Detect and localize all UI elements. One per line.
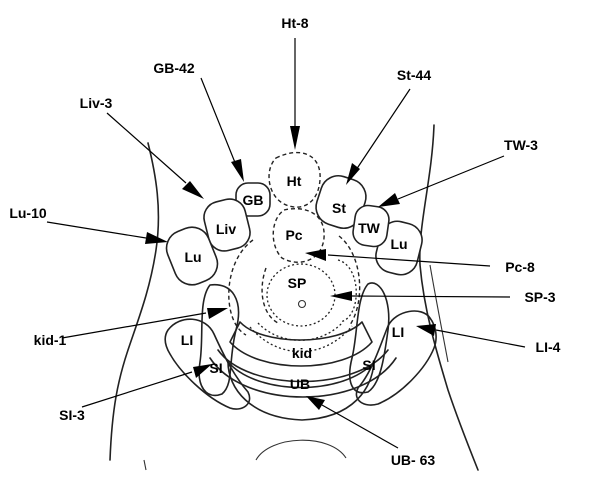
zone-gb: GB bbox=[243, 192, 264, 208]
zone-pc: Pc bbox=[285, 227, 302, 243]
upper-zones bbox=[165, 174, 423, 286]
zone-labels: Ht GB St Liv TW Lu Lu Pc SP kid LI LI SI… bbox=[181, 173, 408, 392]
label-gb-42: GB-42 bbox=[153, 60, 194, 76]
sp-zone-outline bbox=[266, 263, 336, 327]
label-tw-3: TW-3 bbox=[504, 137, 538, 153]
zone-li-left: LI bbox=[181, 332, 193, 348]
zone-lu-left: Lu bbox=[184, 249, 201, 265]
zone-st: St bbox=[332, 200, 346, 216]
pc-zone-outline bbox=[272, 208, 325, 263]
lower-zones bbox=[164, 282, 437, 421]
torso-outline bbox=[109, 124, 479, 471]
zone-lu-right: Lu bbox=[390, 236, 407, 252]
label-ht-8: Ht-8 bbox=[281, 15, 308, 31]
label-si-3: SI-3 bbox=[59, 407, 85, 423]
label-kid-1: kid-1 bbox=[34, 332, 67, 348]
leader-lines bbox=[46, 38, 526, 449]
zone-ht: Ht bbox=[287, 173, 302, 189]
navel bbox=[297, 299, 307, 309]
si-left-zone bbox=[198, 283, 240, 397]
label-liv-3: Liv-3 bbox=[80, 95, 113, 111]
label-sp-3: SP-3 bbox=[524, 289, 555, 305]
zone-ub: UB bbox=[290, 376, 310, 392]
zone-liv: Liv bbox=[216, 221, 236, 237]
label-lu-10: Lu-10 bbox=[9, 205, 47, 221]
zone-kid: kid bbox=[292, 345, 312, 361]
point-labels: Ht-8 GB-42 St-44 Liv-3 TW-3 Lu-10 Pc-8 S… bbox=[9, 15, 560, 468]
lu-left-zone bbox=[165, 226, 219, 286]
tw-zone bbox=[352, 204, 390, 248]
label-li-4: LI-4 bbox=[536, 339, 561, 355]
si-right-zone bbox=[348, 282, 390, 394]
zone-li-right: LI bbox=[392, 324, 404, 340]
kid-zone bbox=[229, 321, 373, 367]
label-ub-63: UB- 63 bbox=[391, 452, 436, 468]
label-st-44: St-44 bbox=[397, 67, 431, 83]
zone-si-right: SI bbox=[362, 357, 375, 373]
ht-zone-outline bbox=[268, 151, 321, 208]
liv-zone bbox=[203, 198, 251, 252]
zone-sp: SP bbox=[288, 275, 307, 291]
li-left-zone bbox=[164, 318, 251, 410]
zone-si-left: SI bbox=[209, 360, 222, 376]
label-pc-8: Pc-8 bbox=[505, 259, 535, 275]
zone-tw: TW bbox=[358, 220, 381, 236]
li-right-zone bbox=[355, 310, 437, 406]
